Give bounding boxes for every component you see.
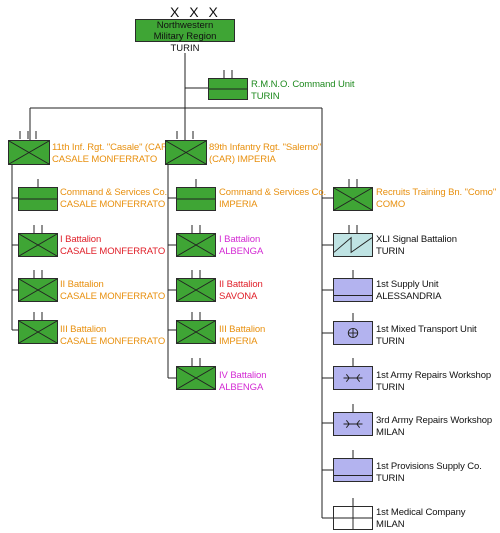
col3-repairs-workshop-1-echelon-icon [352, 358, 354, 366]
col2-battalion-3-name: III Battalion [219, 324, 266, 335]
col1-command-company-echelon-icon [37, 179, 39, 187]
hq-name-line2: Military Region [153, 31, 217, 42]
regiment-11-location: CASALE MONFERRATO [52, 154, 158, 165]
col2-command-company-symbol [176, 187, 216, 211]
regiment-89-symbol [165, 140, 207, 165]
col2-battalion-3-symbol [176, 320, 216, 344]
col2-battalion-4-symbol [176, 366, 216, 390]
col3-medical-company-echelon-icon [352, 498, 354, 506]
col3-repairs-workshop-3-name: 3rd Army Repairs Workshop [376, 415, 493, 426]
col1-battalion-1-location: CASALE MONFERRATO [60, 246, 166, 257]
col1-command-company-symbol [18, 187, 58, 211]
col3-provisions-supply-symbol [333, 458, 373, 482]
col1-battalion-2-echelon-icon [33, 270, 43, 278]
col1-battalion-2-name: II Battalion [60, 279, 104, 290]
col1-command-company-name: Command & Services Co. [60, 187, 168, 198]
col2-battalion-1-name: I Battalion [219, 234, 261, 245]
hq-box [135, 19, 235, 42]
col3-medical-company-symbol [333, 506, 373, 530]
hq-echelon: X X X [170, 4, 221, 20]
col3-medical-company-location: MILAN [376, 519, 405, 530]
col2-command-company-name: Command & Services Co. [219, 187, 327, 198]
col2-battalion-2-symbol [176, 278, 216, 302]
col2-battalion-1-location: ALBENGA [219, 246, 264, 257]
col3-supply-unit-location: ALESSANDRIA [376, 291, 442, 302]
command-unit-location: TURIN [251, 91, 280, 102]
col3-supply-unit-echelon-icon [352, 270, 354, 278]
col3-supply-unit-name: 1st Supply Unit [376, 279, 439, 290]
col2-battalion-3-location: IMPERIA [219, 336, 258, 347]
regiment-11-symbol [8, 140, 50, 165]
col3-transport-unit-name: 1st Mixed Transport Unit [376, 324, 477, 335]
regiment-11-echelon-icon [19, 131, 37, 139]
col1-battalion-2-symbol [18, 278, 58, 302]
col2-battalion-4-echelon-icon [191, 358, 201, 366]
col3-recruits-training-name: Recruits Training Bn. "Como" [376, 187, 497, 198]
command-unit-name: R.M.N.O. Command Unit [251, 79, 355, 90]
regiment-89-name-line2: (CAR) IMPERIA [209, 154, 276, 165]
col3-signal-battalion-echelon-icon [348, 225, 358, 233]
col1-battalion-1-symbol [18, 233, 58, 257]
col2-battalion-2-name: II Battalion [219, 279, 263, 290]
col3-medical-company-name: 1st Medical Company [376, 507, 466, 518]
col3-supply-unit-symbol [333, 278, 373, 302]
col1-command-company-location: CASALE MONFERRATO [60, 199, 166, 210]
col3-signal-battalion-symbol [333, 233, 373, 257]
col3-recruits-training-location: COMO [376, 199, 406, 210]
col1-battalion-3-echelon-icon [33, 312, 43, 320]
regiment-89-name: 89th Infantry Rgt. "Salerno" [209, 142, 322, 153]
col1-battalion-1-name: I Battalion [60, 234, 102, 245]
col3-repairs-workshop-3-location: MILAN [376, 427, 405, 438]
col1-battalion-1-echelon-icon [33, 225, 43, 233]
col1-battalion-3-location: CASALE MONFERRATO [60, 336, 166, 347]
col2-battalion-1-echelon-icon [191, 225, 201, 233]
hq-name-line1: Northwestern [156, 20, 214, 31]
col3-recruits-training-echelon-icon [348, 179, 358, 187]
col2-battalion-2-location: SAVONA [219, 291, 258, 302]
col3-transport-unit-location: TURIN [376, 336, 405, 347]
regiment-11-name: 11th Inf. Rgt. "Casale" (CAR) [52, 142, 171, 153]
col2-battalion-1-symbol [176, 233, 216, 257]
col1-battalion-3-name: III Battalion [60, 324, 107, 335]
col2-command-company-location: IMPERIA [219, 199, 258, 210]
col3-recruits-training-symbol [333, 187, 373, 211]
col2-command-company-echelon-icon [195, 179, 197, 187]
regiment-89-echelon-icon [176, 131, 194, 139]
col2-battalion-4-location: ALBENGA [219, 382, 264, 393]
col3-provisions-supply-echelon-icon [352, 450, 354, 458]
col3-repairs-workshop-1-location: TURIN [376, 382, 405, 393]
col3-signal-battalion-location: TURIN [376, 246, 405, 257]
command-unit-echelon-icon [223, 70, 233, 78]
col3-repairs-workshop-1-name: 1st Army Repairs Workshop [376, 370, 492, 381]
col2-battalion-4-name: IV Battalion [219, 370, 267, 381]
col2-battalion-3-echelon-icon [191, 312, 201, 320]
col1-battalion-2-location: CASALE MONFERRATO [60, 291, 166, 302]
command-unit-symbol [208, 78, 248, 100]
col3-repairs-workshop-3-symbol [333, 412, 373, 436]
col3-provisions-supply-location: TURIN [376, 473, 405, 484]
col3-transport-unit-echelon-icon [352, 313, 354, 321]
col3-transport-unit-symbol [333, 321, 373, 345]
col2-battalion-2-echelon-icon [191, 270, 201, 278]
hq-location: TURIN [170, 43, 200, 54]
col1-battalion-3-symbol [18, 320, 58, 344]
col3-repairs-workshop-3-echelon-icon [352, 404, 354, 412]
col3-provisions-supply-name: 1st Provisions Supply Co. [376, 461, 482, 472]
col3-repairs-workshop-1-symbol [333, 366, 373, 390]
col3-signal-battalion-name: XLI Signal Battalion [376, 234, 457, 245]
